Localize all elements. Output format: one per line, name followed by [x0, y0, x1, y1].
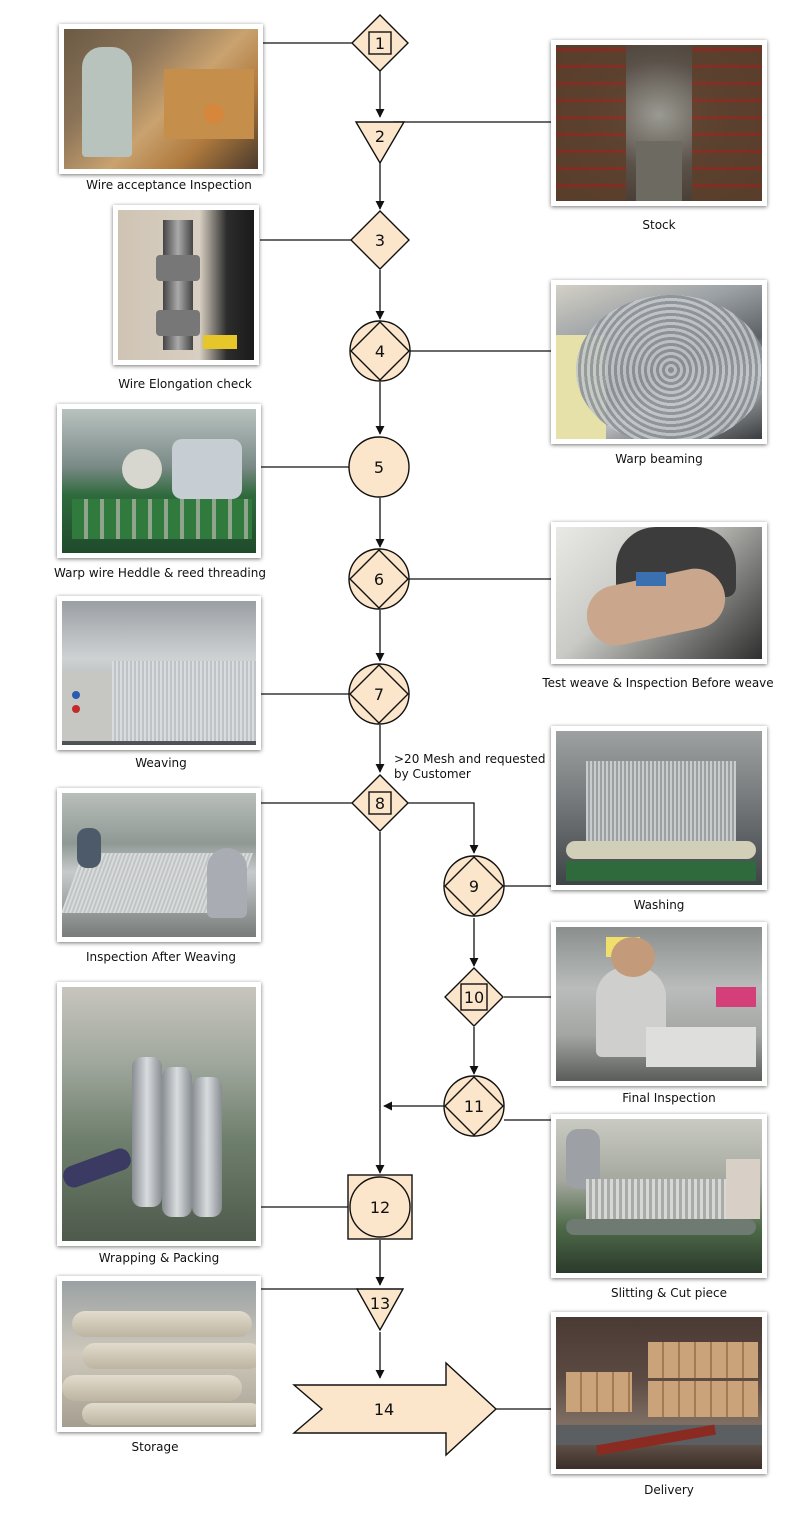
node-11: 11 [443, 1075, 505, 1137]
caption-10: Final Inspection [622, 1091, 716, 1105]
caption-4: Warp beaming [615, 452, 703, 466]
arrow-8-9 [408, 802, 479, 854]
caption-2: Stock [642, 218, 676, 232]
caption-1: Wire acceptance Inspection [86, 178, 252, 192]
inspection-after-weaving-photo [57, 788, 261, 942]
weaving-photo [57, 596, 261, 750]
node-11-label: 11 [464, 1097, 484, 1116]
wrapping-packing-photo [57, 982, 261, 1246]
stock-warehouse-photo [551, 40, 767, 206]
node-12: 12 [347, 1174, 413, 1240]
node-3-label: 3 [375, 231, 385, 250]
caption-12: Wrapping & Packing [98, 1251, 220, 1265]
node-14: 14 [292, 1361, 498, 1457]
storage-photo [57, 1276, 261, 1432]
heddle-reed-threading-photo [57, 404, 261, 558]
wire-acceptance-inspection-photo [59, 24, 263, 174]
node-5-label: 5 [374, 458, 384, 477]
node-3: 3 [350, 210, 410, 270]
node-2-label: 2 [375, 127, 385, 146]
node-7-label: 7 [374, 685, 384, 704]
node-8: 8 [351, 774, 409, 832]
node-2: 2 [354, 121, 406, 165]
node-10-label: 10 [464, 988, 484, 1007]
node-1-label: 1 [375, 34, 385, 53]
washing-photo [551, 726, 767, 890]
caption-7: Weaving [135, 756, 187, 770]
node-1: 1 [351, 14, 409, 72]
branch-condition-note: >20 Mesh and requested by Customer [394, 752, 546, 781]
node-6-label: 6 [374, 570, 384, 589]
node-13-label: 13 [370, 1294, 390, 1313]
node-7: 7 [348, 663, 410, 725]
node-13: 13 [355, 1288, 405, 1332]
caption-11: Slitting & Cut piece [610, 1286, 728, 1300]
caption-8: Inspection After Weaving [86, 950, 236, 964]
node-6: 6 [348, 548, 410, 610]
node-9: 9 [443, 855, 505, 917]
node-8-label: 8 [375, 794, 385, 813]
node-9-label: 9 [469, 877, 479, 896]
node-14-label: 14 [374, 1400, 394, 1419]
flow-arrows [375, 71, 479, 1379]
node-4-label: 4 [375, 342, 385, 361]
caption-13: Storage [131, 1440, 179, 1454]
photo-connectors [260, 42, 552, 1410]
caption-9: Washing [633, 898, 685, 912]
node-12-label: 12 [370, 1198, 390, 1217]
test-weave-inspection-photo [551, 522, 767, 664]
slitting-cut-piece-photo [551, 1114, 767, 1278]
caption-6: Test weave & Inspection Before weave [542, 676, 774, 690]
final-inspection-photo [551, 922, 767, 1086]
node-4: 4 [349, 320, 411, 382]
node-5: 5 [348, 436, 410, 498]
wire-elongation-check-photo [113, 205, 259, 365]
caption-3: Wire Elongation check [118, 377, 252, 391]
caption-5: Warp wire Heddle & reed threading [54, 566, 266, 580]
node-10: 10 [444, 967, 504, 1027]
caption-14: Delivery [644, 1483, 694, 1497]
warp-beaming-photo [551, 280, 767, 444]
flow-nodes: 1 2 3 4 5 6 [292, 14, 505, 1457]
delivery-photo [551, 1312, 767, 1474]
